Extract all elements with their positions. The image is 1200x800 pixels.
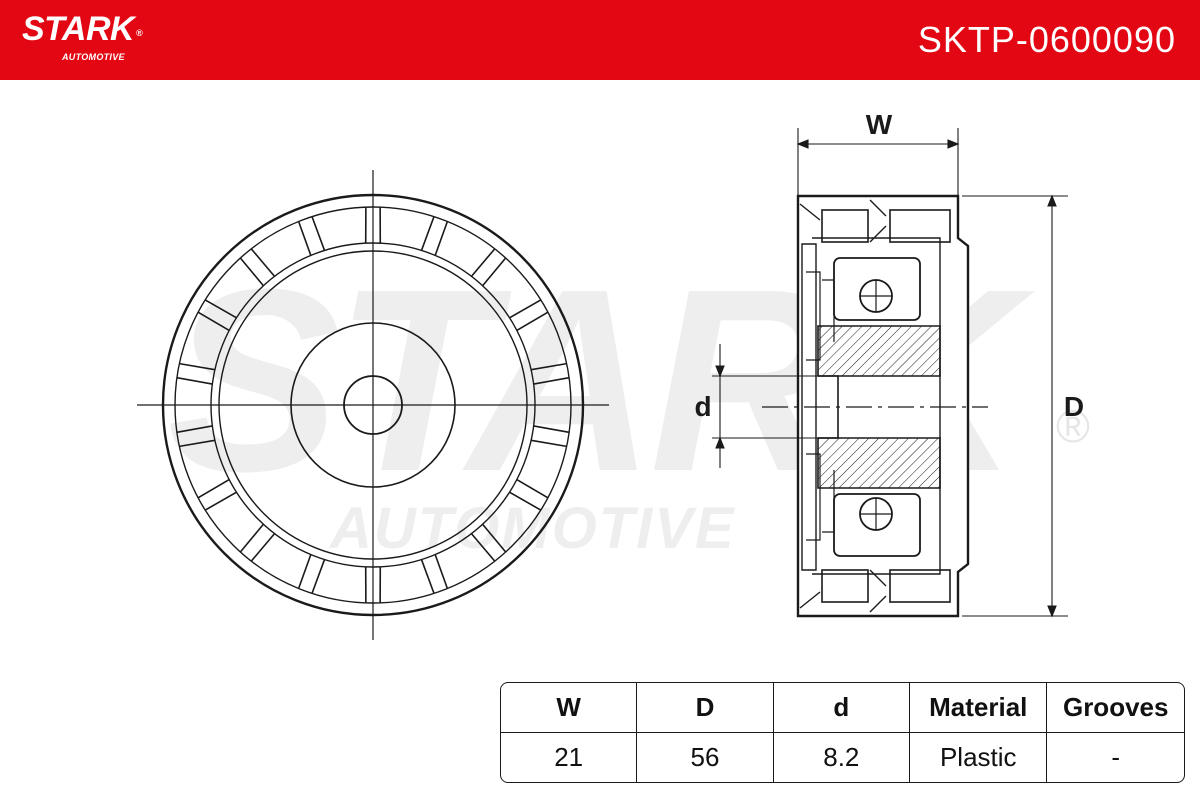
dimension-lines xyxy=(712,128,1068,618)
rim-rib xyxy=(533,425,570,434)
rim-rib xyxy=(470,248,496,277)
rim-rib xyxy=(176,425,213,434)
rim-rib xyxy=(434,221,449,256)
rim-rib xyxy=(197,478,230,499)
rim-rib xyxy=(204,299,237,319)
spec-value-d: 56 xyxy=(637,733,774,782)
dimension-label-d-bore: d xyxy=(694,391,711,422)
rim-rib xyxy=(470,533,496,562)
spec-value-bore: 8.2 xyxy=(774,733,911,782)
spec-header-w: W xyxy=(501,683,638,733)
brand-name: STARK xyxy=(22,10,135,48)
spec-value-w: 21 xyxy=(501,733,638,782)
technical-drawing: W D d xyxy=(137,109,1084,640)
rim-rib xyxy=(481,523,507,553)
rim-rib xyxy=(204,491,237,511)
rim-rib xyxy=(481,257,507,287)
spec-value-grooves: - xyxy=(1111,742,1121,772)
brand-subtitle: AUTOMOTIVE xyxy=(62,52,125,62)
rim-rib xyxy=(176,376,213,385)
rim-rib xyxy=(420,559,435,594)
side-section-view xyxy=(762,194,988,618)
rim-rib xyxy=(179,362,216,371)
stark-logo: STARK® AUTOMOTIVE xyxy=(22,10,143,62)
spec-table: W D d Material Grooves 21 56 8.2 Plastic… xyxy=(500,682,1185,783)
rim-rib xyxy=(239,523,265,553)
rim-rib xyxy=(297,554,312,589)
rim-ribs xyxy=(176,207,570,603)
brand-registered-mark: ® xyxy=(136,28,143,38)
part-number: SKTP-0600090 xyxy=(917,19,1176,60)
rim-rib xyxy=(530,439,567,448)
dimension-label-w: W xyxy=(866,109,893,140)
rim-rib xyxy=(530,362,567,371)
rim-rib xyxy=(533,376,570,385)
spec-header-d: D xyxy=(637,683,774,733)
rim-rib xyxy=(434,554,449,589)
spec-table-value-row: 21 56 8.2 Plastic - xyxy=(501,733,1184,782)
spec-header-bore: d xyxy=(773,683,911,733)
header-bar: STARK® AUTOMOTIVE SKTP-0600090 xyxy=(0,0,1200,80)
rim-rib xyxy=(179,439,216,448)
rim-rib xyxy=(509,491,542,511)
spec-table-header-row: W D d Material Grooves xyxy=(501,683,1184,733)
rim-rib xyxy=(197,311,230,332)
front-view xyxy=(137,170,609,640)
spec-header-material: Material xyxy=(910,683,1048,733)
rim-rib xyxy=(509,299,542,319)
rim-rib xyxy=(420,216,435,251)
rim-rib xyxy=(516,311,549,332)
rim-rib xyxy=(516,478,549,499)
rim-rib xyxy=(311,559,326,594)
rim-rib xyxy=(250,533,276,562)
spec-header-grooves: Grooves xyxy=(1047,683,1184,733)
dimension-label-d-outer: D xyxy=(1064,391,1084,422)
rim-rib xyxy=(239,257,265,287)
spec-value-material: Plastic xyxy=(910,733,1048,782)
rim-rib xyxy=(250,248,276,277)
center-lines xyxy=(137,170,609,640)
rim-rib xyxy=(311,216,326,251)
rim-rib xyxy=(297,221,312,256)
